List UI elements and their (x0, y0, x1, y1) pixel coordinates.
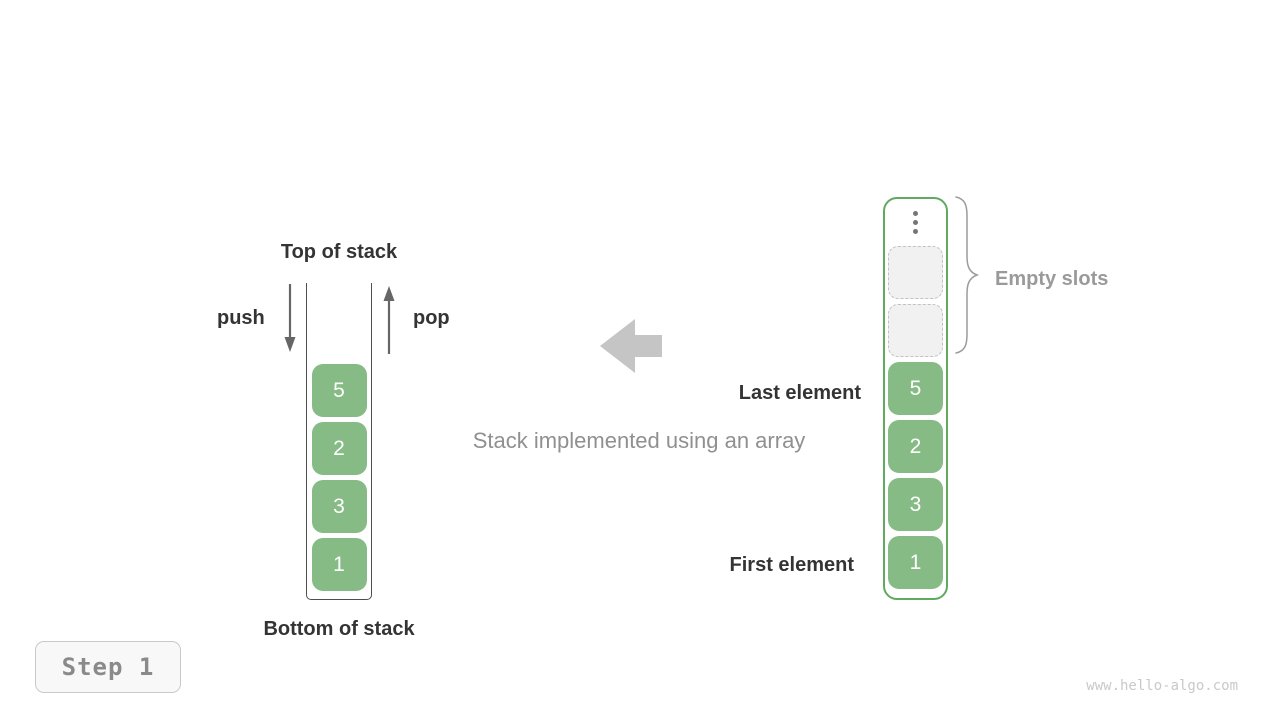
array-cell: 5 (888, 362, 943, 415)
curly-brace-icon (955, 196, 980, 354)
pop-label: pop (413, 307, 450, 329)
top-of-stack-label: Top of stack (280, 241, 398, 263)
stack-cell: 3 (311, 480, 367, 533)
pop-up-arrow-icon (383, 286, 395, 354)
ellipsis-icon (913, 203, 918, 241)
stack-cell: 1 (311, 538, 367, 591)
bottom-of-stack-label: Bottom of stack (263, 618, 415, 640)
diagram-caption: Stack implemented using an array (472, 428, 806, 453)
first-element-label: First element (729, 554, 854, 576)
push-label: push (217, 307, 265, 329)
array-cell: 1 (888, 536, 943, 589)
stack-cell: 5 (311, 364, 367, 417)
last-element-label: Last element (738, 382, 861, 404)
push-down-arrow-icon (284, 284, 296, 352)
watermark: www.hello-algo.com (1086, 678, 1238, 694)
arrow-left-icon (600, 319, 662, 373)
stack-cell: 2 (311, 422, 367, 475)
empty-slot (888, 304, 943, 357)
array-cell: 2 (888, 420, 943, 473)
empty-slots-label: Empty slots (995, 268, 1109, 290)
empty-slot (888, 246, 943, 299)
stack-container: 5 2 3 1 (306, 283, 372, 600)
array-container: 5 2 3 1 (883, 197, 948, 600)
step-badge: Step 1 (35, 641, 181, 693)
array-cell: 3 (888, 478, 943, 531)
